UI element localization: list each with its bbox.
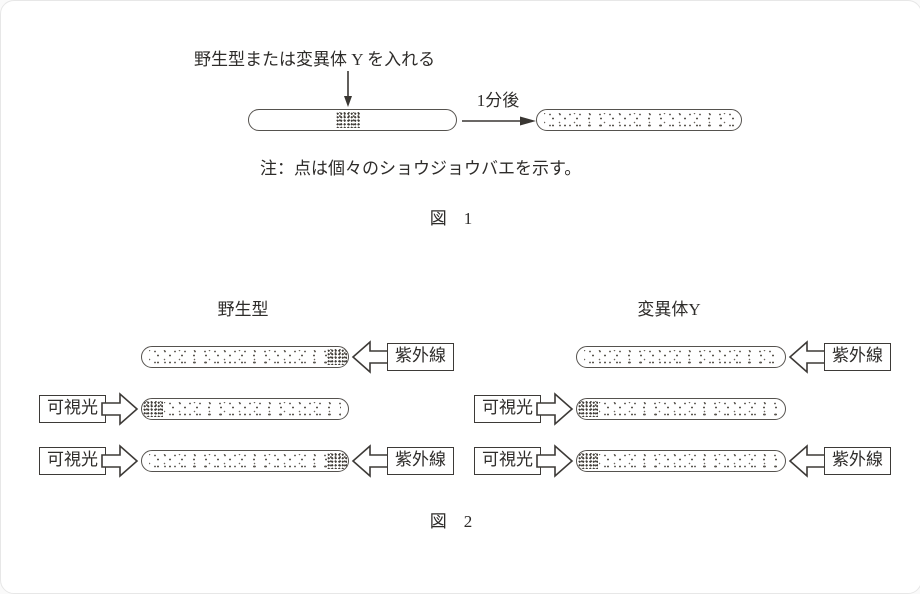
visible-light-block-arrow-icon [101,392,139,426]
column-header-wild-type: 野生型 [217,300,269,319]
fly-dots-spread [584,350,778,364]
uv-light-label: 紫外線 [387,343,454,371]
fly-tube-after [536,109,742,131]
fly-tube-before [248,109,457,131]
uv-block-arrow-icon [351,340,389,374]
visible-light-block-arrow-icon [536,444,574,478]
fly-dots-left-cluster [143,401,163,417]
fly-dots-spread [544,113,734,127]
fly-dots-right-cluster [327,453,347,469]
uv-light-label: 紫外線 [824,343,891,371]
fly-tube-mut-both [576,450,786,472]
fly-tube-wt-visible [141,398,349,420]
fly-tube-wt-uv [141,346,349,368]
figure1-caption: 図 1 [429,209,473,228]
fly-dots-spread [164,402,341,416]
figure1-insert-label: 野生型または変異体 Y を入れる [194,50,436,69]
figure2-caption: 図 2 [429,512,473,531]
visible-light-label: 可視光 [474,447,541,475]
fly-dots-spread [149,454,328,468]
uv-block-arrow-icon [788,444,826,478]
fly-tube-mut-uv [576,346,786,368]
fly-dots-middle-cluster [335,112,360,128]
fly-dots-left-cluster [578,401,598,417]
fly-dots-right-cluster [327,349,347,365]
elapsed-time-label: 1分後 [476,91,520,110]
visible-light-block-arrow-icon [536,392,574,426]
down-arrow-icon [341,71,355,107]
fly-dots-left-cluster [578,453,598,469]
column-header-mutant-y: 変異体Y [637,300,701,319]
uv-block-arrow-icon [351,444,389,478]
fly-dots-spread [599,402,778,416]
visible-light-block-arrow-icon [101,444,139,478]
uv-light-label: 紫外線 [387,447,454,475]
fly-dots-spread [149,350,328,364]
uv-block-arrow-icon [788,340,826,374]
fly-tube-wt-both [141,450,349,472]
fly-dots-spread [599,454,778,468]
figure1-note: 注：点は個々のショウジョウバエを示す。 [260,159,582,178]
uv-light-label: 紫外線 [824,447,891,475]
visible-light-label: 可視光 [39,395,106,423]
visible-light-label: 可視光 [474,395,541,423]
right-arrow-icon [462,114,536,128]
fly-tube-mut-visible [576,398,786,420]
visible-light-label: 可視光 [39,447,106,475]
